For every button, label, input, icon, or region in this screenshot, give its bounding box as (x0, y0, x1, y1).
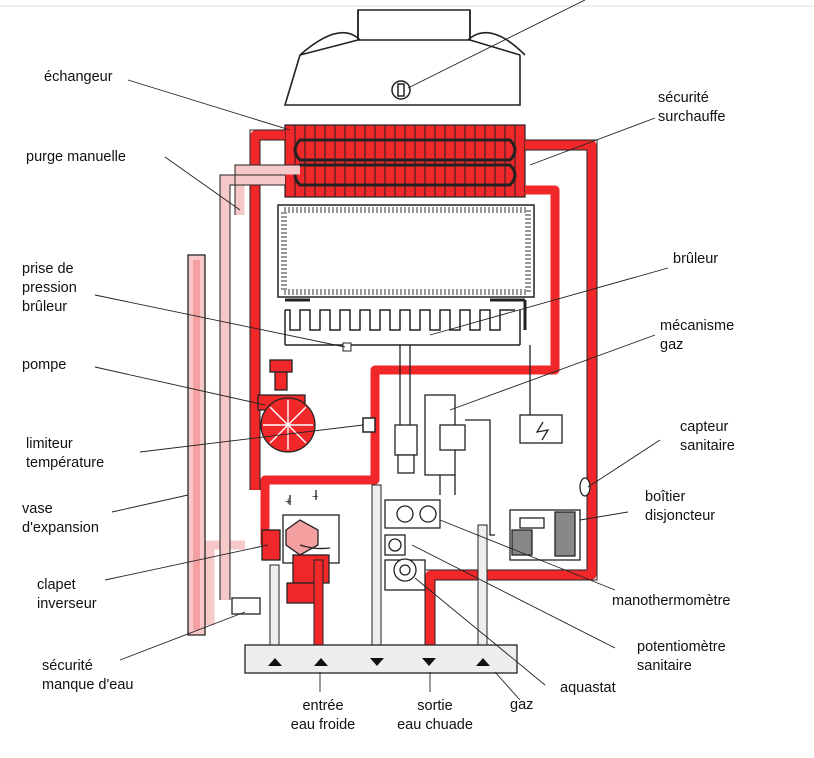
pump (257, 359, 316, 453)
label-potentiometre: potentiomètre sanitaire (637, 639, 726, 674)
low-water-safety (231, 597, 261, 615)
breaker-box (509, 509, 581, 561)
pipe-outlines (249, 129, 598, 650)
label-pompe: pompe (22, 357, 67, 373)
flow-arrows (268, 658, 490, 666)
label-vase: vase d'expansion (22, 501, 99, 536)
label-clapet: clapet inverseur (37, 577, 97, 612)
svg-text:−: − (312, 491, 318, 503)
label-echangeur: échangeur (44, 69, 113, 85)
label-manothermometre: manothermomètre (612, 593, 731, 609)
label-purge-manuelle: purge manuelle (26, 149, 126, 165)
return-circuit (205, 165, 300, 625)
gas-valve (394, 345, 563, 536)
sanitary-sensor (579, 477, 591, 497)
label-gaz: gaz (510, 697, 534, 713)
label-entree: entrée eau froide (290, 698, 356, 733)
combustion-chamber (277, 204, 535, 298)
label-sortie: sortie eau chuade (397, 698, 473, 733)
label-limiteur: limiteur température (26, 436, 105, 471)
label-boitier: boîtier disjoncteur (645, 489, 716, 524)
label-mecanisme: mécanisme gaz (660, 318, 735, 353)
leader-lines (94, 0, 669, 701)
temp-limiter (362, 417, 376, 433)
flue-hood (283, 9, 526, 106)
burner-electrodes (285, 298, 527, 330)
diverter-valve: + − (261, 490, 340, 604)
label-bruleur: brûleur (673, 251, 719, 267)
label-securite-eau: sécurité manque d'eau (42, 658, 134, 693)
burner (284, 309, 521, 346)
flue-thermostat (391, 80, 411, 100)
exchanger-coil (293, 138, 517, 162)
label-capteur: capteur sanitaire (680, 419, 735, 454)
label-prise-pression: prise de pression brûleur (22, 261, 77, 315)
svg-text:+: + (285, 496, 291, 508)
label-securite-surchauffe: sécurité surchauffe (658, 90, 726, 125)
label-aquastat: aquastat (560, 680, 616, 696)
gauge-panel (384, 499, 441, 591)
